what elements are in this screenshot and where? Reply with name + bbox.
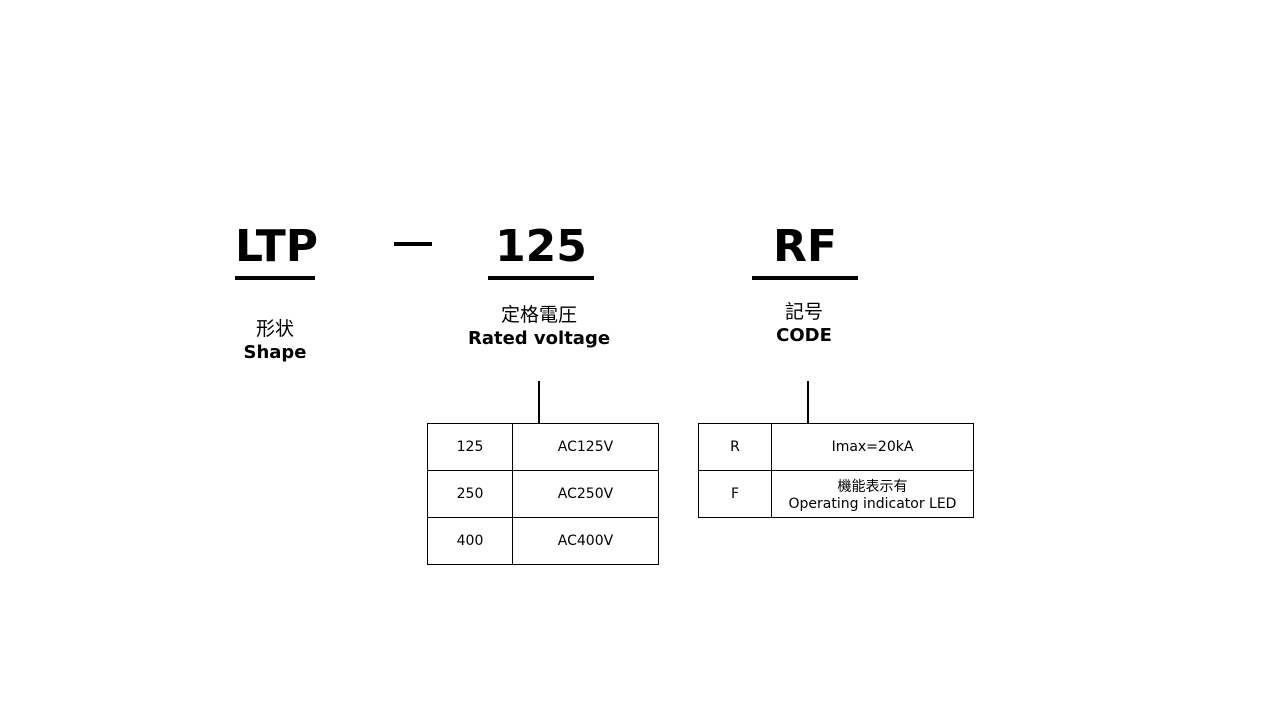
voltage-table: 125 AC125V 250 AC250V 400 AC400V — [427, 423, 659, 565]
voltage-value-cell: AC125V — [512, 423, 659, 471]
voltage-value-cell: AC250V — [512, 470, 659, 518]
code-value-cell: Imax=20kA — [771, 423, 974, 471]
shape-underline — [235, 276, 315, 280]
code-value-jp: 機能表示有 — [837, 479, 908, 495]
option-code: RF — [773, 221, 837, 272]
separator-dash — [394, 242, 432, 246]
code-value-en: Operating indicator LED — [788, 496, 957, 512]
voltage-connector-line — [538, 381, 540, 423]
table-row: R Imax=20kA — [698, 423, 974, 471]
table-row: 250 AC250V — [427, 470, 659, 518]
voltage-code: 125 — [495, 221, 587, 272]
code-key-cell: R — [698, 423, 772, 471]
voltage-underline — [488, 276, 594, 280]
table-row: 400 AC400V — [427, 517, 659, 565]
voltage-value-cell: AC400V — [512, 517, 659, 565]
code-value-cell: 機能表示有 Operating indicator LED — [771, 470, 974, 518]
voltage-code-cell: 125 — [427, 423, 513, 471]
table-row: 125 AC125V — [427, 423, 659, 471]
table-row: F 機能表示有 Operating indicator LED — [698, 470, 974, 518]
option-label-jp: 記号 — [784, 301, 823, 323]
voltage-code-cell: 400 — [427, 517, 513, 565]
option-connector-line — [807, 381, 809, 423]
code-table: R Imax=20kA F 機能表示有 Operating indicator … — [698, 423, 974, 518]
voltage-label-jp: 定格電圧 — [500, 304, 577, 326]
shape-code: LTP — [235, 221, 319, 272]
voltage-code-cell: 250 — [427, 470, 513, 518]
code-key-cell: F — [698, 470, 772, 518]
shape-label-jp: 形状 — [255, 318, 294, 340]
option-label-en: CODE — [776, 325, 832, 346]
option-underline — [752, 276, 858, 280]
voltage-label-en: Rated voltage — [467, 328, 611, 349]
shape-label-en: Shape — [243, 342, 307, 363]
